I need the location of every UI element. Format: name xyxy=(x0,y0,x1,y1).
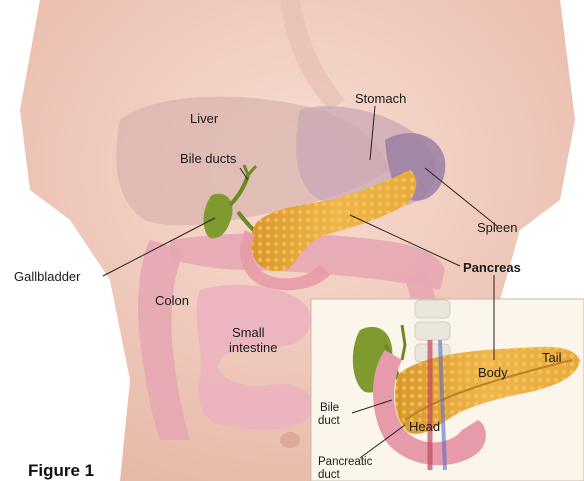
pancreas-label: Pancreas xyxy=(463,260,521,275)
figure-caption: Figure 1 xyxy=(28,461,94,480)
inset-bile-duct-label-line1: Bile xyxy=(320,402,339,414)
stomach-label: Stomach xyxy=(355,91,406,106)
gallbladder-label: Gallbladder xyxy=(14,269,81,284)
inset-head-label: Head xyxy=(409,419,440,434)
small-intestine-label-line2: intestine xyxy=(229,340,277,355)
inset-bile-duct-label-line2: duct xyxy=(318,415,341,427)
small-intestine-label-line1: Small xyxy=(232,325,265,340)
inset-body-label: Body xyxy=(478,365,508,380)
liver-label: Liver xyxy=(190,111,219,126)
spleen-label: Spleen xyxy=(477,220,517,235)
inset-pancreatic-duct-label-line2: duct xyxy=(318,469,341,481)
colon-label: Colon xyxy=(155,293,189,308)
inset-pancreatic-duct-label-line1: Pancreatic xyxy=(318,456,373,468)
bile-ducts-label: Bile ducts xyxy=(180,151,237,166)
inset-tail-label: Tail xyxy=(542,350,562,365)
pancreas-inset xyxy=(311,299,584,481)
